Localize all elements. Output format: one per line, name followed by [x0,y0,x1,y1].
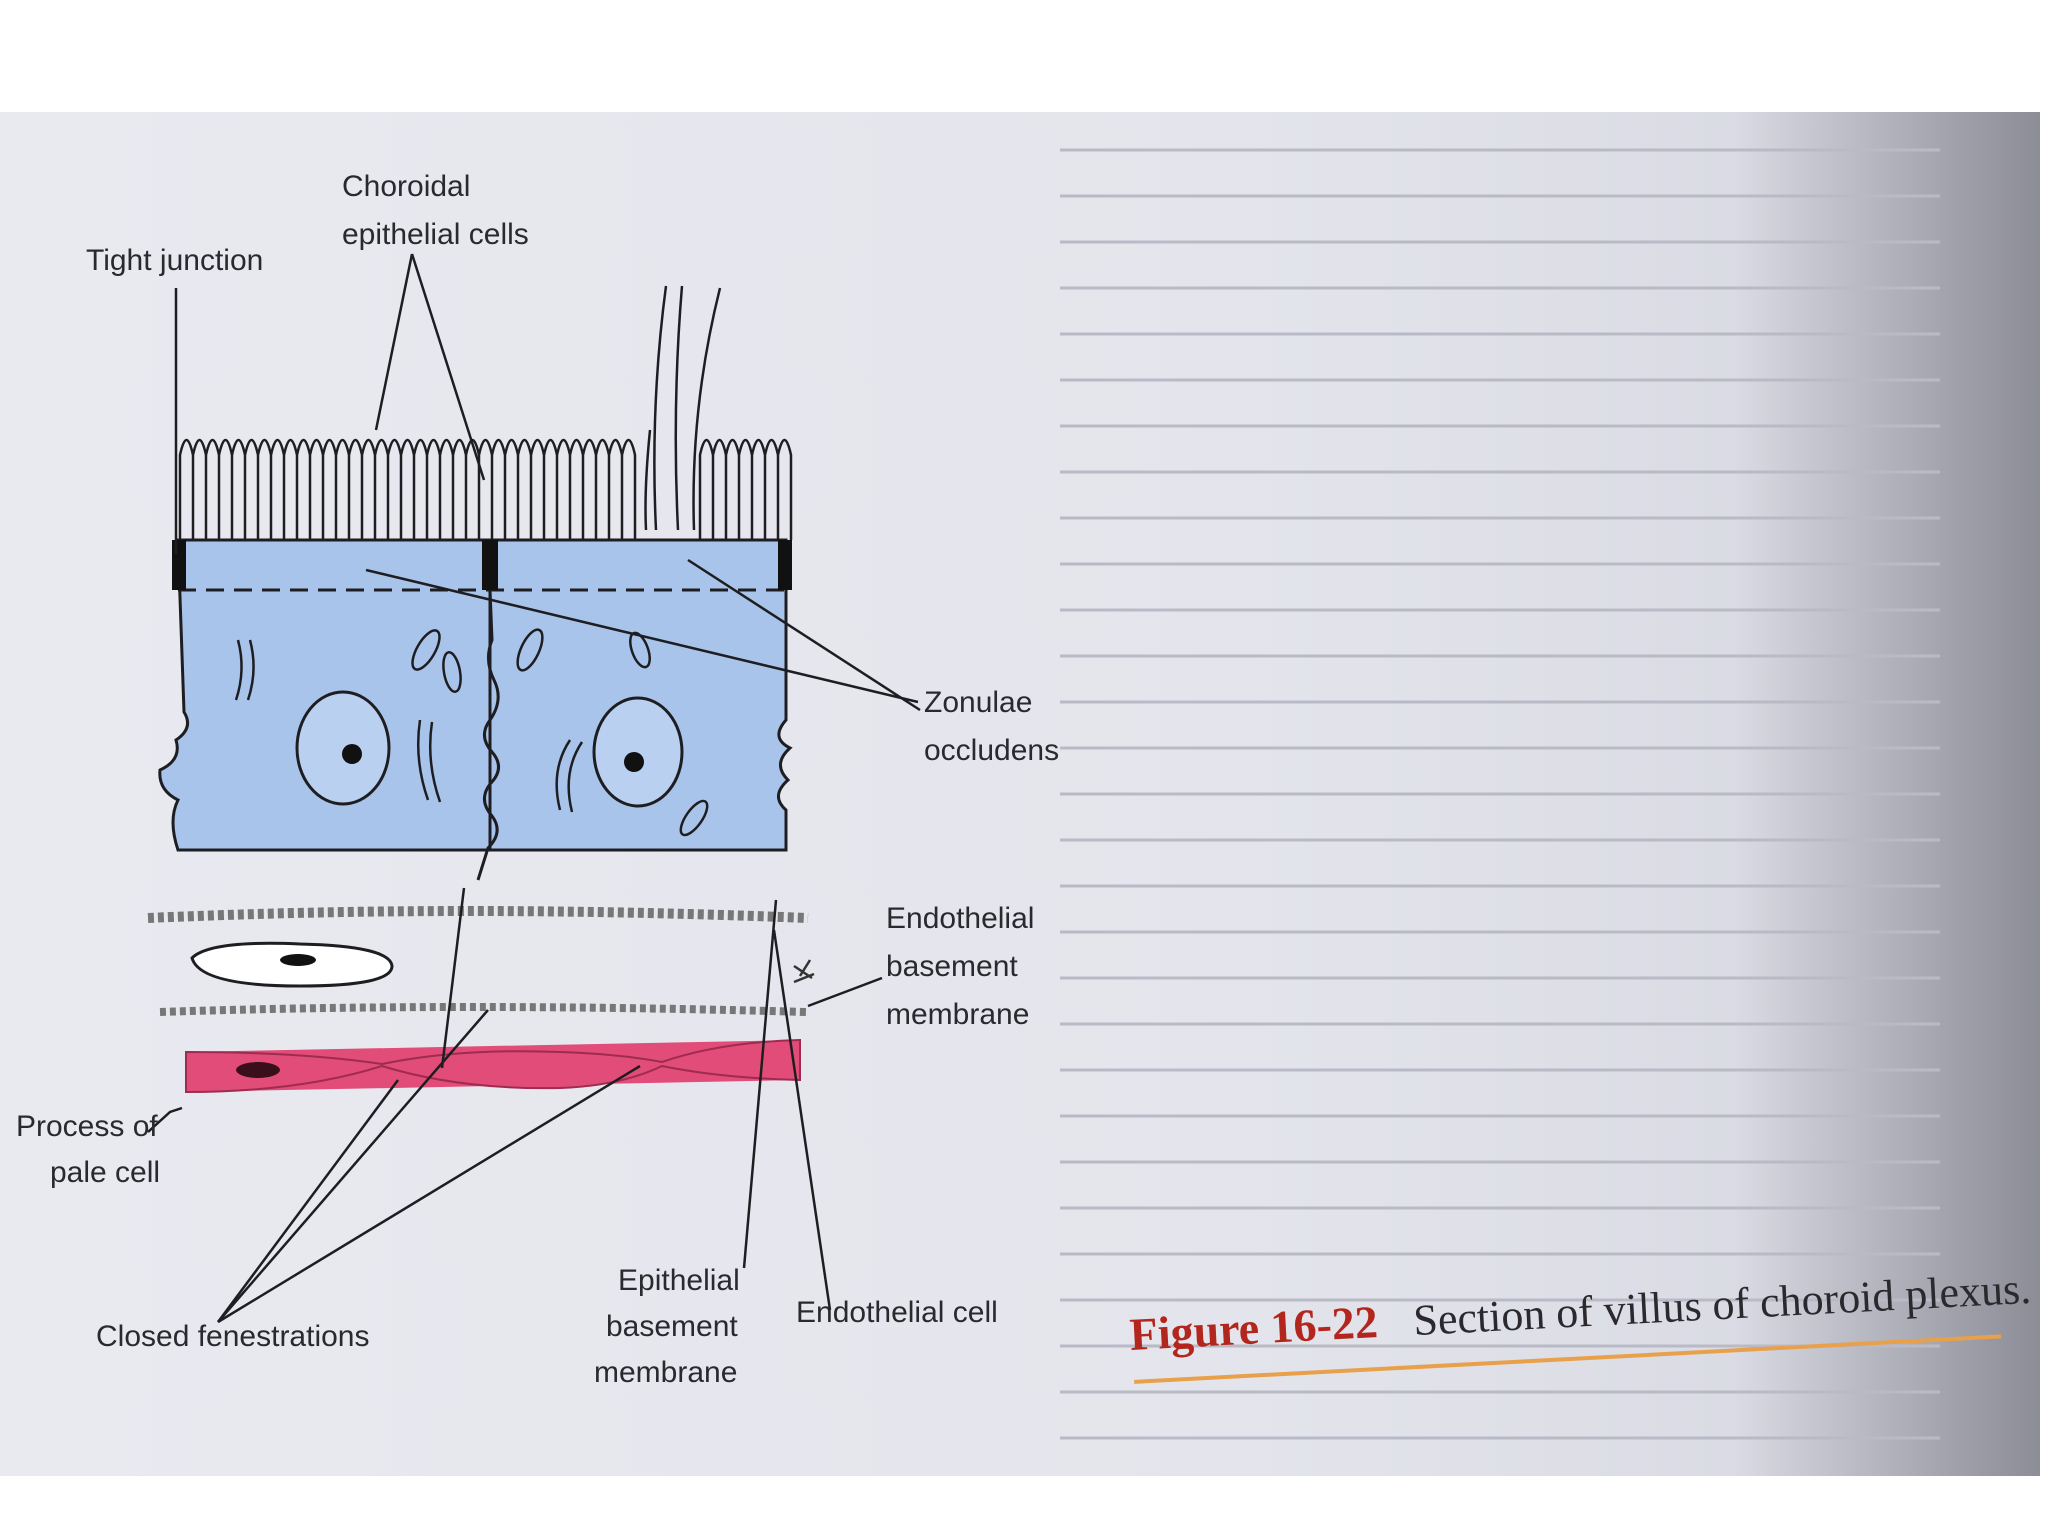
label-closed-fenestrations: Closed fenestrations [96,1320,370,1353]
label-endothelial-basement-membrane-line1: Endothelial [886,902,1034,935]
caption-rule [1134,1334,2002,1384]
microvilli [178,438,793,540]
microvilli-border [178,438,793,540]
nucleus-left [295,690,391,806]
cilia [644,285,722,531]
organelles [234,628,709,837]
label-process-of-pale-cell-line2: pale cell [50,1156,160,1189]
tight-junction-marker-middle [482,540,498,590]
label-process-of-pale-cell-line1: Process of [16,1110,158,1143]
nucleolus-left [342,744,362,764]
label-epithelial-basement-membrane-line1: Epithelial [618,1264,740,1297]
label-epithelial-basement-membrane-line3: membrane [594,1356,737,1389]
figure-caption: Figure 16-22 Section of villus of choroi… [1128,1264,2032,1384]
diagram-labels: Choroidal epithelial cells Tight junctio… [16,170,1059,1389]
label-zonulae-occludens-line2: occludens [924,734,1059,767]
endothelial-nucleus [236,1062,280,1078]
vascular-layer [147,906,815,1094]
label-choroidal-epithelial-cells-line2: epithelial cells [342,218,529,251]
label-tight-junction: Tight junction [86,244,263,277]
caption-text: Section of villus of choroid plexus. [1412,1264,2032,1345]
endothelial-cell-body [185,1038,801,1094]
label-choroidal-epithelial-cells-line1: Choroidal [342,170,470,203]
label-epithelial-basement-membrane-line2: basement [606,1310,738,1343]
pale-cell-nucleus [280,954,316,966]
leader-lines [147,253,921,1324]
epithelial-cell-layer [158,285,793,881]
nucleolus-right [624,752,644,772]
tight-junction-marker-right [778,540,792,590]
label-endothelial-basement-membrane-line3: membrane [886,998,1029,1031]
nucleus-right [592,696,684,808]
label-endothelial-cell: Endothelial cell [796,1296,998,1329]
faint-page-text [1060,148,1940,1440]
lateral-interdigitation [476,589,500,881]
label-endothelial-basement-membrane-line2: basement [886,950,1018,983]
tight-junction-marker-left [172,540,186,590]
endothelial-basement-membrane [159,1003,807,1016]
fibril-marks [793,959,815,984]
label-zonulae-occludens-line1: Zonulae [924,686,1032,719]
caption-number: Figure 16-22 [1128,1296,1379,1360]
epithelial-basement-membrane [147,906,809,923]
